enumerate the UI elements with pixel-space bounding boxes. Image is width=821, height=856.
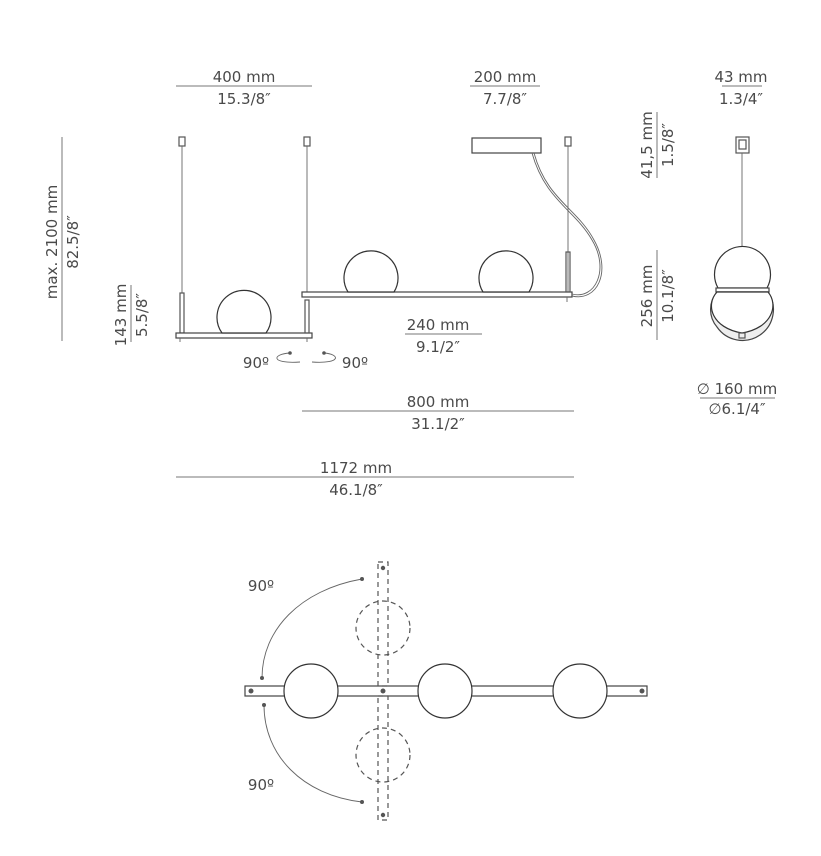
plan-arm-up (377, 561, 389, 687)
ceiling-anchor-middle (303, 136, 311, 147)
power-cable (531, 152, 601, 296)
globe-center (343, 250, 399, 293)
plan-globe-2 (417, 663, 473, 719)
side-canopy (735, 136, 750, 154)
dim-2100-metric: max. 2100 mm (43, 185, 61, 299)
dim-43-metric: 43 mm (714, 68, 767, 86)
plan-globe-3 (552, 663, 608, 719)
plan-globe-1 (283, 663, 339, 719)
dimension-800mm: 800 mm 31.1/2″ (302, 393, 574, 433)
dim-240-imperial: 9.1/2″ (416, 338, 460, 356)
main-bar (301, 291, 573, 298)
dimension-41-5mm: 41,5 mm 1.5/8″ (638, 111, 677, 178)
plan-rotation-bottom-label: 90º (248, 776, 274, 794)
plan-globe-ghost-down (355, 727, 411, 783)
dim-143-imperial: 5.5/8″ (133, 293, 151, 337)
dim-240-metric: 240 mm (407, 316, 470, 334)
rotation-arrow-right (311, 352, 336, 363)
plan-view: 90º 90º (244, 561, 648, 821)
plan-globe-ghost-up (355, 600, 411, 656)
globe-right (478, 250, 534, 293)
dim-160-imperial: ∅6.1/4″ (708, 400, 766, 418)
rotation-left-label: 90º (243, 354, 269, 372)
dim-1172-metric: 1172 mm (320, 459, 392, 477)
rotation-right-label: 90º (342, 354, 368, 372)
dim-400-imperial: 15.3/8″ (217, 90, 271, 108)
rotation-indicator-front: 90º 90º (243, 351, 368, 372)
lower-arm-bar (175, 332, 313, 339)
dim-1172-imperial: 46.1/8″ (329, 481, 383, 499)
plan-rotation-top-label: 90º (248, 577, 274, 595)
rotation-arrow-left (276, 352, 301, 363)
dim-256-metric: 256 mm (638, 265, 656, 328)
dimension-143mm: 143 mm 5.5/8″ (112, 284, 151, 347)
dim-800-imperial: 31.1/2″ (411, 415, 465, 433)
plan-rotation-arc-down (263, 704, 363, 803)
dimension-256mm: 256 mm 10.1/8″ (638, 250, 677, 340)
dim-143-metric: 143 mm (112, 284, 130, 347)
dimension-1172mm: 1172 mm 46.1/8″ (176, 459, 574, 499)
side-globe-upper (713, 245, 772, 289)
dimension-max-2100mm: max. 2100 mm 82.5/8″ (43, 137, 82, 341)
dim-200-imperial: 7.7/8″ (483, 90, 527, 108)
dim-160-metric: ∅ 160 mm (697, 380, 777, 398)
plan-arm-down (377, 695, 389, 821)
ceiling-anchor-right (564, 136, 572, 147)
ceiling-anchor-left (178, 136, 186, 147)
ceiling-canopy (471, 137, 542, 154)
dimension-400mm: 400 mm 15.3/8″ (176, 68, 312, 108)
front-elevation (175, 136, 603, 342)
dim-200-metric: 200 mm (474, 68, 537, 86)
dim-2100-imperial: 82.5/8″ (64, 215, 82, 269)
dim-41-metric: 41,5 mm (638, 111, 656, 178)
dimension-240mm: 240 mm 9.1/2″ (405, 316, 482, 356)
dim-800-metric: 800 mm (407, 393, 470, 411)
globe-left (216, 289, 272, 334)
dim-41-imperial: 1.5/8″ (659, 123, 677, 167)
dim-256-imperial: 10.1/8″ (659, 269, 677, 323)
dim-400-metric: 400 mm (213, 68, 276, 86)
plan-rotation-arc-up (261, 578, 363, 679)
dim-43-imperial: 1.3/4″ (719, 90, 763, 108)
dimension-43mm: 43 mm 1.3/4″ (714, 68, 767, 108)
dimension-200mm: 200 mm 7.7/8″ (470, 68, 540, 108)
dimension-diameter-160: ∅ 160 mm ∅6.1/4″ (697, 380, 777, 418)
side-elevation (710, 136, 775, 341)
